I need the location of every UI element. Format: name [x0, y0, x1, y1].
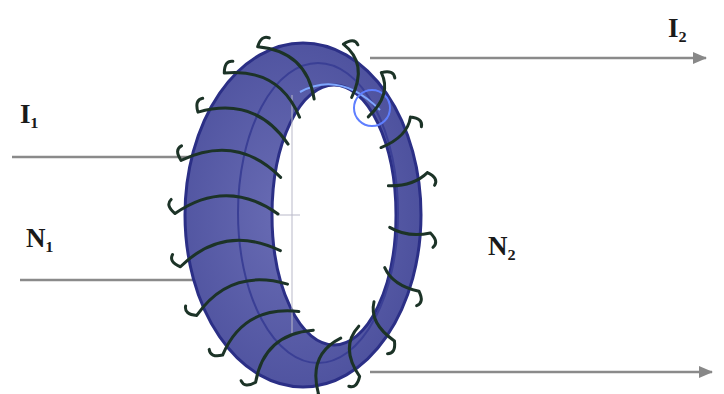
wire	[12, 58, 712, 372]
toroid-core	[185, 43, 421, 387]
winding-turn	[241, 330, 313, 385]
winding-turn	[258, 37, 315, 99]
winding-turn	[388, 173, 435, 186]
winding-turn	[172, 240, 281, 267]
current-label: I₂	[668, 14, 687, 44]
winding-turn	[209, 311, 299, 356]
winding-turn	[169, 196, 278, 214]
winding-turn	[185, 280, 287, 316]
winding-turn	[178, 146, 281, 178]
winding-turn	[343, 41, 358, 97]
turns-label: N₂	[488, 232, 516, 262]
winding-turn	[368, 72, 395, 117]
winding-turn	[224, 61, 299, 117]
current-label: I₁	[20, 100, 39, 130]
coil-winding	[169, 37, 436, 394]
winding-turn	[381, 117, 422, 147]
winding-turn	[385, 268, 422, 306]
winding-turn	[390, 227, 436, 247]
winding-turn	[197, 98, 288, 144]
winding-turn	[349, 326, 360, 386]
winding-turn	[373, 302, 395, 354]
turns-label: N₁	[26, 224, 54, 254]
winding-turn	[305, 338, 341, 394]
